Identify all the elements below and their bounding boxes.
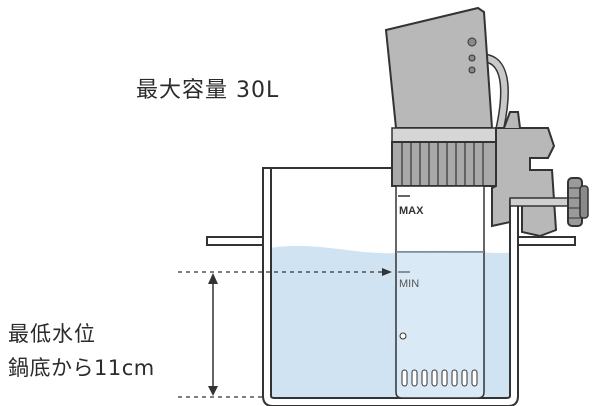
- min-level-arrowhead: [382, 268, 392, 276]
- pot-handle-right: [517, 236, 576, 246]
- sleeve-sensor-hole: [399, 332, 407, 340]
- head-button-top: [467, 37, 477, 47]
- power-cable-inner: [483, 55, 508, 129]
- device-sleeve-wet: [395, 251, 485, 399]
- device-sleeve-dry: [395, 185, 485, 253]
- max-marker: MAX: [399, 205, 424, 217]
- min-water-level-detail: 鍋底から11cm: [8, 356, 155, 380]
- min-marker: MIN: [399, 278, 419, 290]
- collar-ribs: [401, 142, 484, 186]
- head-button-mid: [468, 54, 476, 62]
- capacity-label: 最大容量 30L: [136, 78, 280, 103]
- dimension-arrow-bottom: [208, 386, 218, 396]
- clamp-screw-shaft: [509, 197, 571, 207]
- min-water-level-label: 最低水位: [8, 322, 96, 346]
- device-collar-band: [391, 127, 497, 143]
- sleeve-vents: [401, 369, 478, 387]
- device-ribbed-collar: [391, 141, 497, 187]
- clamp-top-tab: [503, 111, 521, 129]
- clamp: [491, 127, 558, 238]
- device-head: [384, 6, 494, 129]
- dimension-arrow-top: [208, 273, 218, 284]
- clamp-knob: [567, 177, 589, 227]
- pot-handle-left: [206, 236, 264, 246]
- head-button-low: [468, 66, 476, 74]
